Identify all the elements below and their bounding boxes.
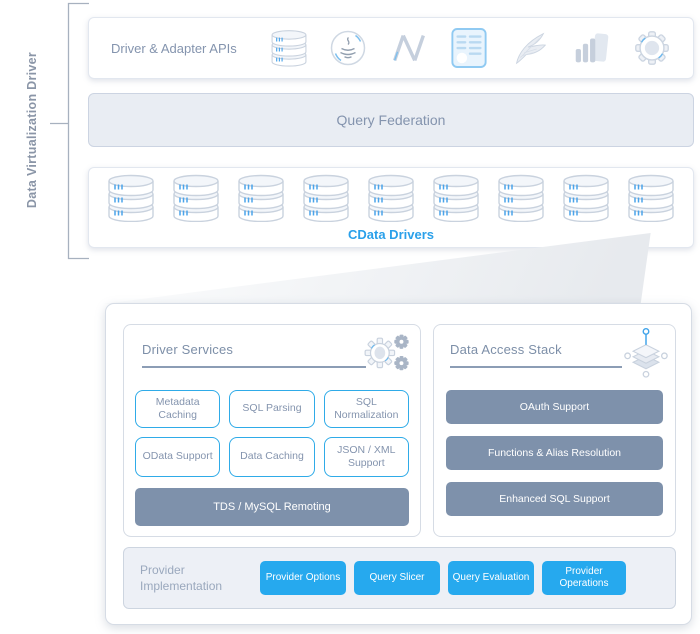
- database-stack-icon: [563, 174, 609, 222]
- java-icon: [330, 30, 366, 66]
- feature-box-odata-support: OData Support: [135, 437, 221, 477]
- feature-box-sql-normalization: SQL Normalization: [323, 390, 409, 428]
- gears-icon: [364, 333, 410, 371]
- cdata-drivers-label: CData Drivers: [348, 227, 434, 242]
- dotnet-icon: [392, 33, 426, 63]
- database-stack-icon: [271, 30, 307, 67]
- data-access-stack-panel: Data Access Stack OAuth Support Function…: [433, 324, 676, 537]
- functions-alias-resolution-box: Functions & Alias Resolution: [446, 436, 663, 470]
- api-icons-row: [269, 27, 673, 69]
- driver-adapter-apis-label: Driver & Adapter APIs: [111, 40, 237, 56]
- power-bi-icon: [575, 33, 609, 63]
- provider-buttons-row: Provider Options Query Slicer Query Eval…: [260, 561, 628, 595]
- tds-mysql-remoting-box: TDS / MySQL Remoting: [135, 488, 409, 526]
- driver-adapter-apis-box: Driver & Adapter APIs: [88, 17, 694, 79]
- sql-server-icon: [516, 33, 546, 64]
- query-federation-box: Query Federation: [88, 93, 694, 147]
- database-stack-icon: [628, 174, 674, 222]
- cdata-databases-row: [105, 174, 677, 222]
- driver-services-header: Driver Services: [124, 325, 420, 371]
- query-federation-label: Query Federation: [336, 112, 446, 128]
- data-access-stack-title: Data Access Stack: [450, 342, 622, 368]
- query-slicer-button: Query Slicer: [354, 561, 440, 595]
- provider-options-button: Provider Options: [260, 561, 346, 595]
- feature-box-json-xml-support: JSON / XML Support: [323, 437, 409, 477]
- database-stack-icon: [303, 174, 349, 222]
- oauth-support-box: OAuth Support: [446, 390, 663, 424]
- driver-services-grid: Metadata Caching SQL Parsing SQL Normali…: [135, 390, 409, 477]
- enhanced-sql-support-box: Enhanced SQL Support: [446, 482, 663, 516]
- data-access-stack-header: Data Access Stack: [434, 325, 675, 378]
- database-stack-icon: [108, 174, 154, 222]
- cdata-drivers-box: CData Drivers: [88, 167, 694, 248]
- database-stack-icon: [238, 174, 284, 222]
- provider-implementation-label: Provider Implementation: [140, 562, 223, 593]
- driver-services-panel: Driver Services Metadata Caching SQL Par…: [123, 324, 421, 537]
- feature-box-data-caching: Data Caching: [229, 437, 315, 477]
- data-access-stack-boxes: OAuth Support Functions & Alias Resoluti…: [446, 390, 663, 516]
- provider-implementation-bar: Provider Implementation Provider Options…: [123, 547, 676, 609]
- layer-stack-icon: [624, 327, 668, 378]
- feature-box-sql-parsing: SQL Parsing: [229, 390, 315, 428]
- database-stack-icon: [433, 174, 479, 222]
- driver-services-title: Driver Services: [142, 342, 366, 368]
- left-bracket: [50, 2, 89, 260]
- driver-detail-box: Driver Services Metadata Caching SQL Par…: [105, 303, 692, 625]
- database-stack-icon: [173, 174, 219, 222]
- database-stack-icon: [368, 174, 414, 222]
- feature-box-metadata-caching: Metadata Caching: [135, 390, 221, 428]
- database-stack-icon: [498, 174, 544, 222]
- gear-icon: [635, 31, 669, 65]
- report-form-icon: [451, 27, 487, 69]
- provider-operations-button: Provider Operations: [542, 561, 626, 595]
- query-evaluation-button: Query Evaluation: [448, 561, 534, 595]
